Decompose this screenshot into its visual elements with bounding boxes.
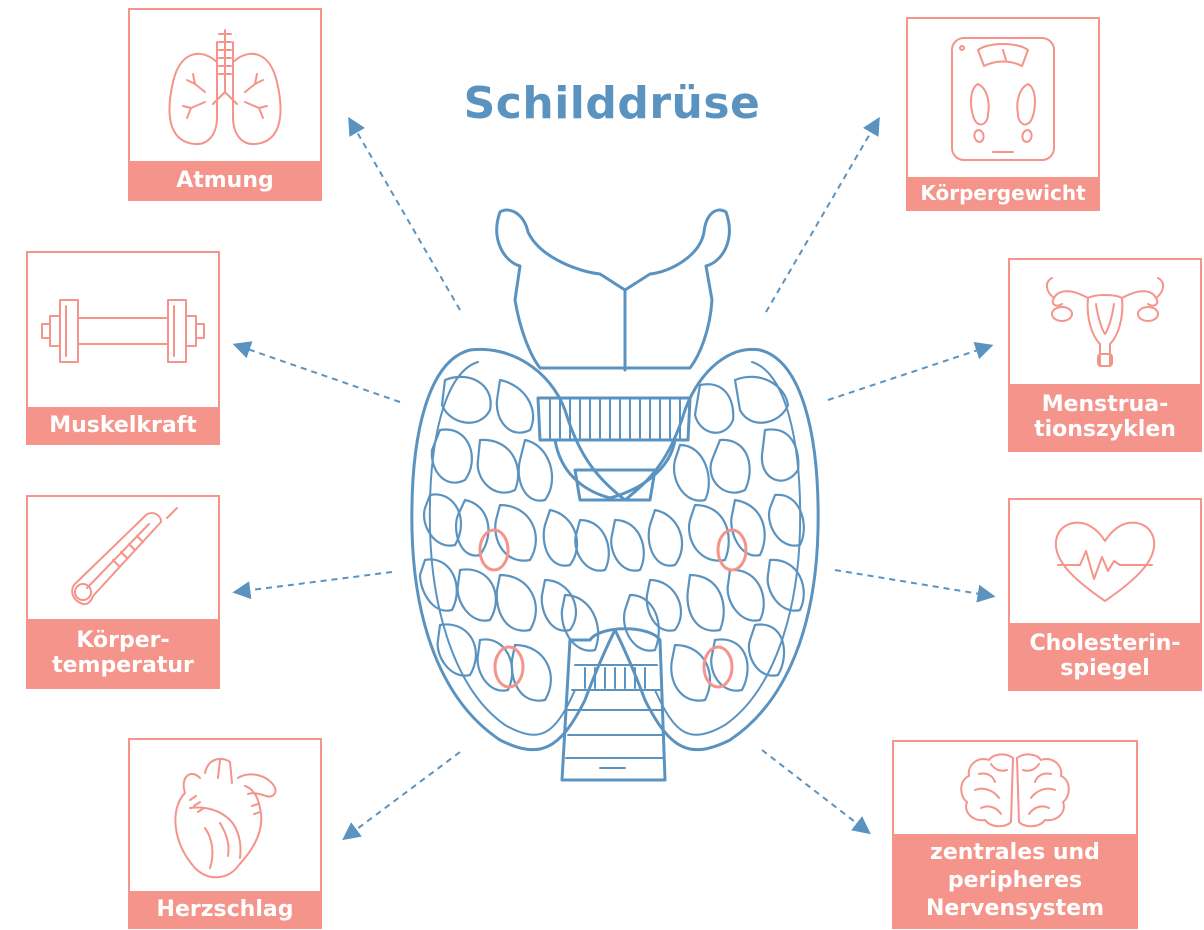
diagram-title: Schilddrüse bbox=[452, 78, 772, 129]
heart-organ-icon bbox=[160, 748, 290, 888]
card-label: Körpergewicht bbox=[908, 177, 1098, 209]
thermometer-icon bbox=[63, 504, 183, 614]
card-label: Menstrua- tionszyklen bbox=[1010, 384, 1200, 450]
card-koerpergewicht: Körpergewicht bbox=[906, 17, 1100, 211]
card-label: Körper- temperatur bbox=[28, 619, 218, 687]
card-nervensystem: zentrales und peripheres Nervensystem bbox=[892, 740, 1138, 929]
card-label: Cholesterin- spiegel bbox=[1010, 623, 1200, 689]
card-muskelkraft: Muskelkraft bbox=[26, 251, 220, 445]
card-herzschlag: Herzschlag bbox=[128, 738, 322, 929]
card-atmung: Atmung bbox=[128, 8, 322, 201]
uterus-icon bbox=[1040, 268, 1170, 378]
dumbbell-icon bbox=[38, 286, 208, 376]
card-label: Muskelkraft bbox=[28, 407, 218, 443]
card-cholesterinspiegel: Cholesterin- spiegel bbox=[1008, 498, 1202, 691]
brain-icon bbox=[955, 750, 1075, 830]
card-label: Herzschlag bbox=[130, 891, 320, 927]
card-label: Atmung bbox=[130, 161, 320, 199]
heart-pulse-icon bbox=[1050, 517, 1160, 607]
card-menstruationszyklen: Menstrua- tionszyklen bbox=[1008, 258, 1202, 452]
card-label: zentrales und peripheres Nervensystem bbox=[894, 834, 1136, 927]
scale-icon bbox=[948, 34, 1058, 164]
parathyroid-lower-left bbox=[495, 647, 523, 687]
lungs-icon bbox=[155, 22, 295, 152]
card-koerpertemperatur: Körper- temperatur bbox=[26, 495, 220, 689]
